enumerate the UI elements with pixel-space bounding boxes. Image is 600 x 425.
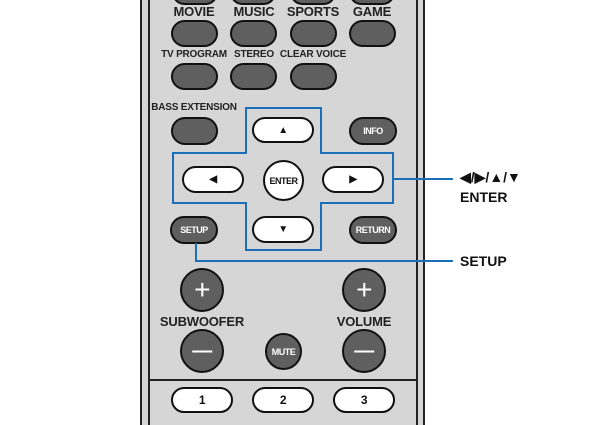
clear-voice-button[interactable] xyxy=(290,63,337,90)
info-label: INFO xyxy=(363,126,383,136)
number-2-button[interactable]: 2 xyxy=(252,387,314,413)
remote-inner-frame xyxy=(148,0,418,425)
number-label: 2 xyxy=(279,393,287,407)
minus-icon: — xyxy=(192,339,212,362)
left-arrow-icon: ◀ xyxy=(209,174,217,185)
down-arrow-icon: ▼ xyxy=(278,224,288,235)
return-label: RETURN xyxy=(355,225,391,235)
clear-voice-label: CLEAR VOICE xyxy=(279,49,347,60)
setup-callout-line xyxy=(195,260,453,262)
sports-button[interactable] xyxy=(290,20,337,47)
setup-callout-label: SETUP xyxy=(460,253,507,269)
enter-label: ENTER xyxy=(269,175,298,186)
music-button[interactable] xyxy=(230,20,277,47)
right-button[interactable]: ▶ xyxy=(322,166,384,193)
right-arrow-icon: ▶ xyxy=(349,174,357,185)
enter-callout-label: ENTER xyxy=(460,189,508,205)
number-label: 1 xyxy=(198,393,206,407)
subwoofer-minus-button[interactable]: — xyxy=(180,329,224,373)
game-label: GAME xyxy=(352,4,392,19)
number-3-button[interactable]: 3 xyxy=(333,387,395,413)
plus-icon: + xyxy=(194,274,210,305)
cursor-callout-label: ◀/▶/▲/▼ xyxy=(460,169,521,185)
bass-extension-label: BASS EXTENSION xyxy=(151,102,237,113)
bass-extension-button[interactable] xyxy=(171,117,218,145)
subwoofer-plus-button[interactable]: + xyxy=(180,268,224,312)
left-button[interactable]: ◀ xyxy=(182,166,244,193)
plus-icon: + xyxy=(356,274,372,305)
return-button[interactable]: RETURN xyxy=(349,216,397,244)
down-button[interactable]: ▼ xyxy=(252,216,314,243)
volume-plus-button[interactable]: + xyxy=(342,268,386,312)
mute-button[interactable]: MUTE xyxy=(265,333,302,370)
game-button[interactable] xyxy=(349,20,396,47)
volume-label: VOLUME xyxy=(336,314,392,329)
cursor-callout-line xyxy=(393,178,453,180)
volume-minus-button[interactable]: — xyxy=(342,329,386,373)
up-button[interactable]: ▲ xyxy=(252,117,314,143)
number-1-button[interactable]: 1 xyxy=(171,387,233,413)
enter-button[interactable]: ENTER xyxy=(263,160,304,201)
movie-label: MOVIE xyxy=(173,4,215,19)
setup-callout-line xyxy=(195,243,197,262)
up-arrow-icon: ▲ xyxy=(278,124,288,136)
divider xyxy=(148,379,418,381)
stereo-label: STEREO xyxy=(234,49,274,60)
sports-label: SPORTS xyxy=(286,4,340,19)
setup-button[interactable]: SETUP xyxy=(170,216,218,244)
tv-program-label: TV PROGRAM xyxy=(161,49,227,60)
mute-label: MUTE xyxy=(271,346,296,357)
number-label: 3 xyxy=(360,393,368,407)
tv-program-button[interactable] xyxy=(171,63,218,90)
setup-label: SETUP xyxy=(180,225,208,235)
stereo-button[interactable] xyxy=(230,63,277,90)
movie-button[interactable] xyxy=(171,20,218,47)
info-button[interactable]: INFO xyxy=(349,117,397,145)
music-label: MUSIC xyxy=(233,4,275,19)
minus-icon: — xyxy=(354,339,374,362)
subwoofer-label: SUBWOOFER xyxy=(159,314,245,329)
